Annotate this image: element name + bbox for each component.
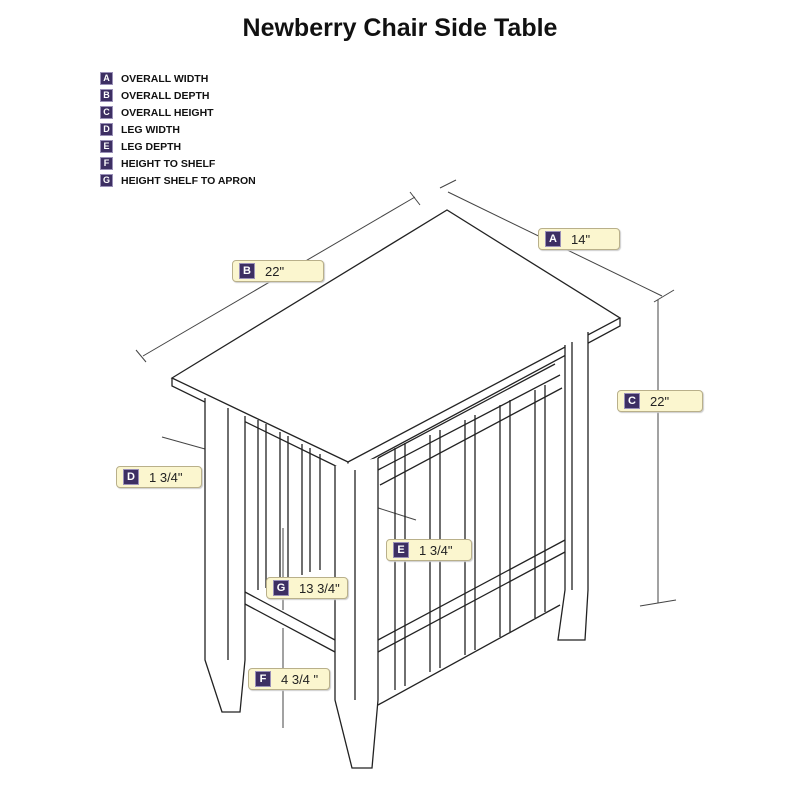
page-title: Newberry Chair Side Table [242,14,558,42]
